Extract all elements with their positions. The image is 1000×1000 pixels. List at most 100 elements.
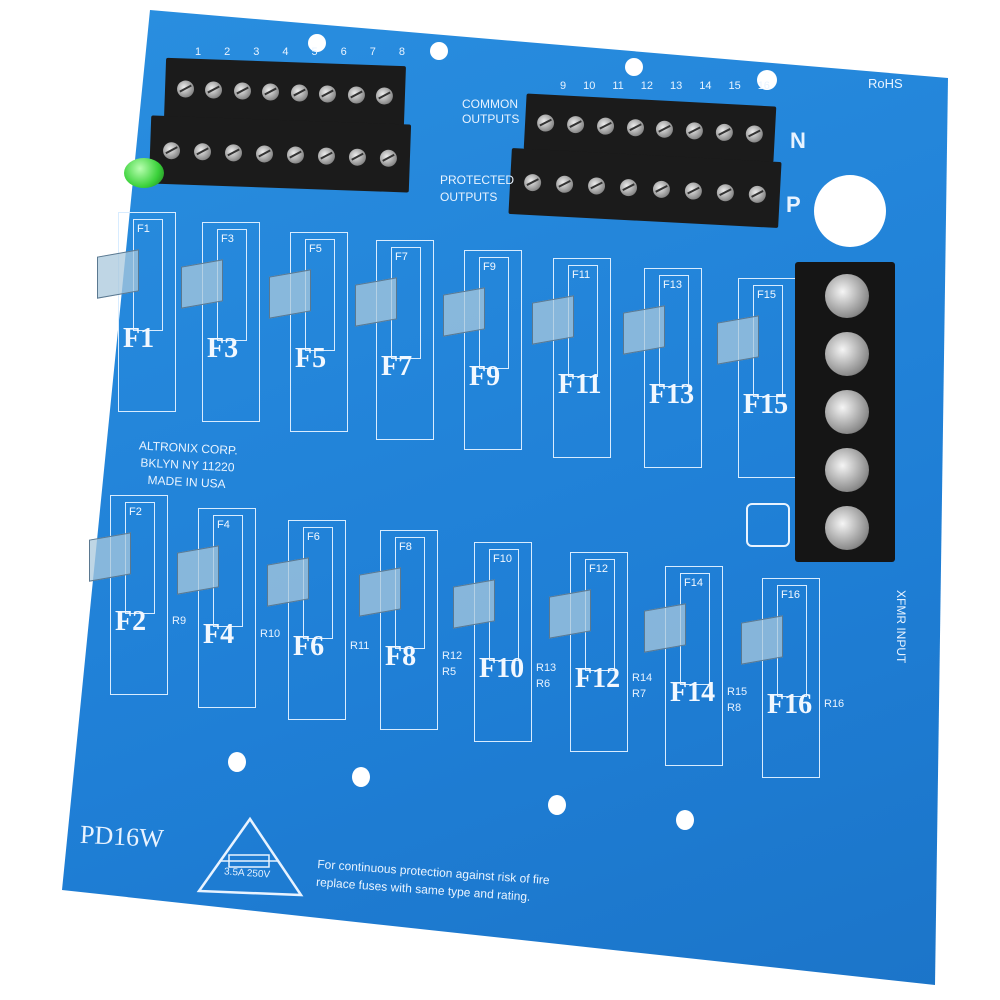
- terminal-screw[interactable]: [348, 147, 367, 166]
- terminal-screw[interactable]: [162, 141, 181, 160]
- fuse-label-small: F13: [663, 279, 682, 291]
- terminal-screw[interactable]: [555, 174, 574, 193]
- fuse-clip[interactable]: [89, 532, 131, 582]
- terminal-screw[interactable]: [379, 148, 398, 167]
- terminal-screw[interactable]: [261, 82, 280, 101]
- terminal-screw[interactable]: [566, 115, 585, 134]
- resistor-label: R7: [632, 688, 647, 700]
- xfmr-input-label: XFMR INPUT: [894, 590, 908, 664]
- mount-hole: [757, 70, 777, 90]
- terminal-screw[interactable]: [716, 183, 735, 202]
- fuse-clip[interactable]: [267, 557, 309, 607]
- fuse-clip[interactable]: [177, 545, 219, 595]
- terminal-screw[interactable]: [685, 121, 704, 140]
- terminal-screw[interactable]: [255, 144, 274, 163]
- fuse-clip[interactable]: [532, 295, 574, 345]
- terminal-screw[interactable]: [587, 176, 606, 195]
- fuse-label-small: F6: [307, 531, 320, 543]
- terminal-screw[interactable]: [233, 81, 252, 100]
- fuse-clip[interactable]: [443, 287, 485, 337]
- resistor-label: R5: [442, 666, 457, 678]
- terminal-number: 5: [311, 46, 318, 58]
- common-outputs-label: COMMON OUTPUTS: [462, 97, 520, 126]
- resistor-label: R15: [727, 686, 748, 698]
- terminal-number: 2: [224, 46, 231, 58]
- fuse-clip[interactable]: [741, 615, 783, 665]
- protected-outputs-label: PROTECTED OUTPUTS: [440, 173, 515, 204]
- fuse-label: F15: [743, 389, 789, 420]
- fuse-clip[interactable]: [717, 315, 759, 365]
- terminal-screw[interactable]: [375, 86, 394, 105]
- terminal-screw[interactable]: [745, 124, 763, 143]
- fuse-label-small: F10: [493, 553, 512, 565]
- terminal-screw[interactable]: [652, 179, 671, 198]
- fuse-label: F5: [295, 343, 327, 374]
- resistor-label: R9: [172, 615, 187, 627]
- fuse-clip[interactable]: [97, 249, 139, 299]
- fuse-label: F1: [123, 323, 155, 354]
- terminal-screw[interactable]: [655, 119, 674, 138]
- fuse-clip[interactable]: [269, 269, 311, 319]
- terminal-screw[interactable]: [523, 173, 542, 192]
- mount-hole: [352, 767, 370, 787]
- resistor-label: R11: [350, 640, 370, 652]
- terminal-screw[interactable]: [537, 113, 555, 132]
- fuse-label: F4: [203, 619, 235, 650]
- terminal-screw[interactable]: [290, 83, 309, 102]
- fuse-clip[interactable]: [181, 259, 223, 309]
- fuse-clip[interactable]: [359, 567, 401, 617]
- resistor-label: R12: [442, 650, 463, 662]
- terminal-screw[interactable]: [748, 184, 767, 203]
- terminal-screw[interactable]: [715, 122, 734, 141]
- fuse-clip[interactable]: [623, 305, 665, 355]
- terminal-screw[interactable]: [205, 80, 223, 99]
- terminal-screw[interactable]: [619, 178, 638, 197]
- terminal-screw[interactable]: [626, 118, 645, 137]
- terminal-screw[interactable]: [596, 116, 615, 135]
- terminal-number: 1: [195, 46, 202, 58]
- terminal-screw[interactable]: [224, 143, 243, 162]
- fuse-clip[interactable]: [644, 603, 686, 653]
- terminal-screw[interactable]: [684, 181, 703, 200]
- terminal-screw[interactable]: [317, 146, 336, 165]
- fuse-clip[interactable]: [453, 579, 495, 629]
- resistor-label: R6: [536, 678, 551, 690]
- terminal-screw[interactable]: [286, 145, 305, 164]
- fuse-clip[interactable]: [549, 589, 591, 639]
- terminal-number: 11: [612, 80, 624, 92]
- terminal-number: 12: [640, 80, 653, 92]
- fuse-label-small: F11: [572, 269, 591, 281]
- fuse-label-small: F15: [757, 289, 776, 301]
- fuse-label: F2: [115, 606, 147, 637]
- terminal-block-left-top: [164, 57, 406, 127]
- led-indicator: [124, 158, 164, 188]
- terminal-screw[interactable]: [318, 84, 337, 103]
- fuse-warning-triangle-icon: [196, 816, 304, 897]
- mount-hole: [625, 58, 643, 76]
- fuse-clip[interactable]: [355, 277, 397, 327]
- fuse-label: F11: [558, 369, 602, 400]
- terminal-screw[interactable]: [176, 79, 195, 98]
- fuse-label: F10: [479, 653, 525, 684]
- terminal-screw[interactable]: [347, 85, 365, 104]
- fuse-label-small: F5: [309, 243, 322, 255]
- p-label: P: [786, 192, 801, 217]
- terminal-screw[interactable]: [193, 142, 212, 161]
